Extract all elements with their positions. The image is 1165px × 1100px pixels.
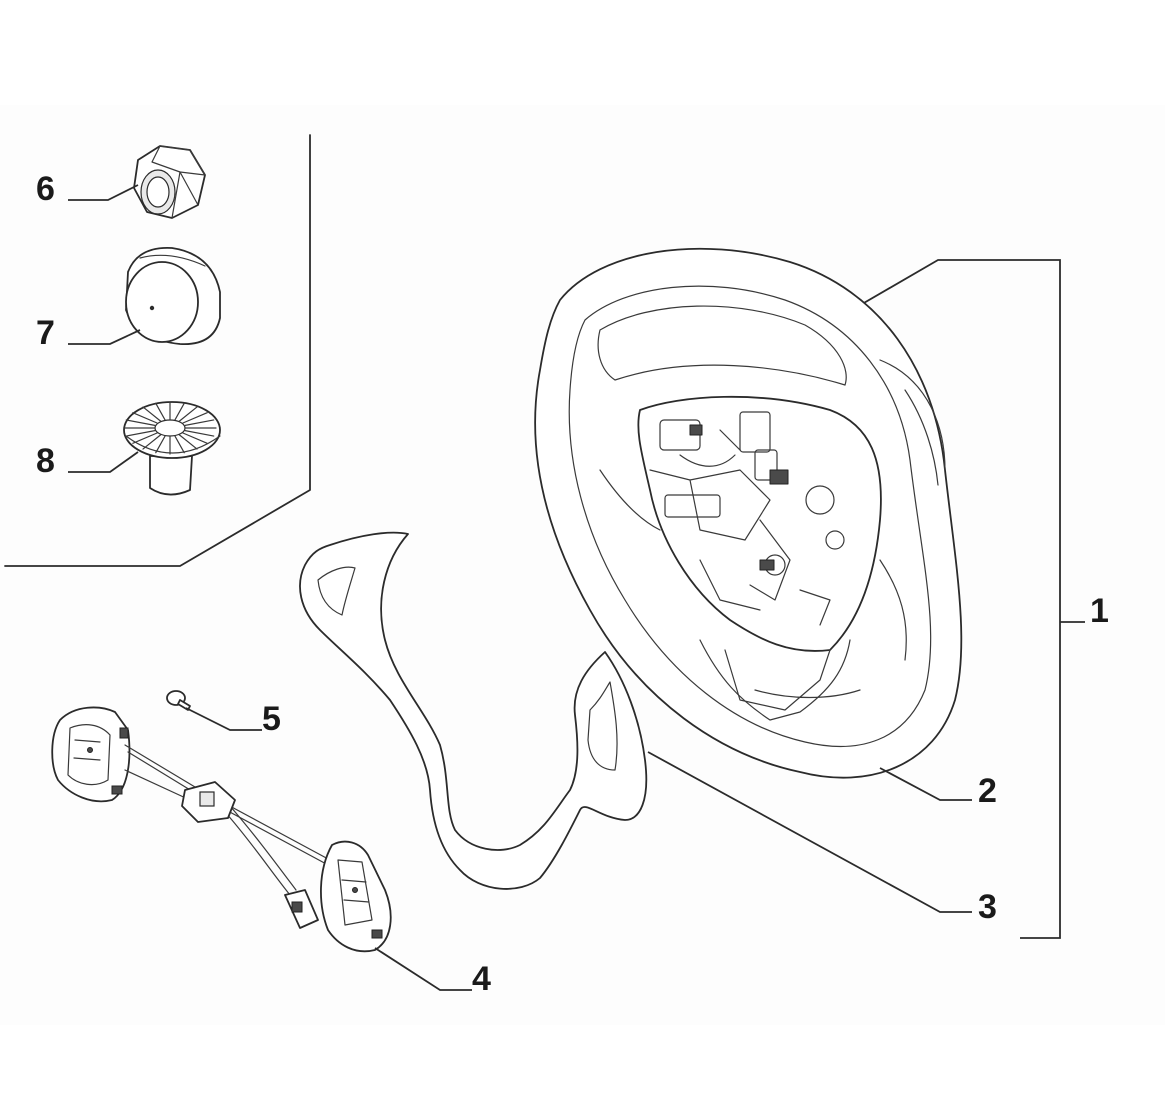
steering-wheel-part-2: [534, 247, 963, 779]
fastener-rib: [178, 434, 198, 450]
leader-2: [879, 767, 972, 801]
fastener-rib: [142, 434, 162, 450]
fastener-rib: [132, 412, 158, 424]
inset-border: [4, 134, 311, 567]
leader-6: [68, 184, 139, 201]
leader-4: [374, 947, 472, 991]
fastener-rib: [174, 402, 185, 421]
fastener-rib: [184, 430, 215, 437]
fastener-rib: [182, 412, 208, 424]
screw-part-5: [166, 690, 191, 711]
callout-5: 5: [262, 700, 281, 738]
hex-nut-part-6: [133, 145, 206, 219]
callout-labels: 1 2 3 4 5 6 7 8: [36, 170, 1109, 998]
callout-4: 4: [472, 960, 491, 998]
switch-harness-part-4: [51, 706, 392, 953]
leader-lines: [68, 184, 972, 991]
hub-internals: [649, 411, 845, 626]
cap-part-7: [125, 247, 221, 345]
callout-2: 2: [978, 772, 997, 810]
fastener-ribs: [123, 401, 217, 455]
leader-8: [68, 451, 139, 473]
fastener-rib: [182, 432, 208, 444]
fastener-rib: [125, 430, 156, 437]
fastener-rib: [178, 406, 198, 422]
fastener-rib: [155, 435, 166, 454]
leader-5: [185, 707, 262, 731]
callout-8: 8: [36, 442, 55, 480]
fastener-rib: [155, 402, 166, 421]
callout-1: 1: [1090, 592, 1109, 630]
assembly-bracket: [837, 259, 1085, 939]
trim-cover-part-3: [299, 531, 648, 890]
fastener-rib: [132, 432, 158, 444]
leader-7: [68, 329, 141, 345]
leader-3: [647, 751, 972, 913]
fastener-rib: [184, 419, 215, 426]
fastener-rib: [125, 419, 156, 426]
fastener-rib: [174, 435, 185, 454]
fastener-part-8: [123, 401, 221, 496]
small-parts-inset: [4, 134, 311, 567]
callout-6: 6: [36, 170, 55, 208]
callout-3: 3: [978, 888, 997, 926]
fastener-rib: [142, 406, 162, 422]
callout-7: 7: [36, 314, 55, 352]
